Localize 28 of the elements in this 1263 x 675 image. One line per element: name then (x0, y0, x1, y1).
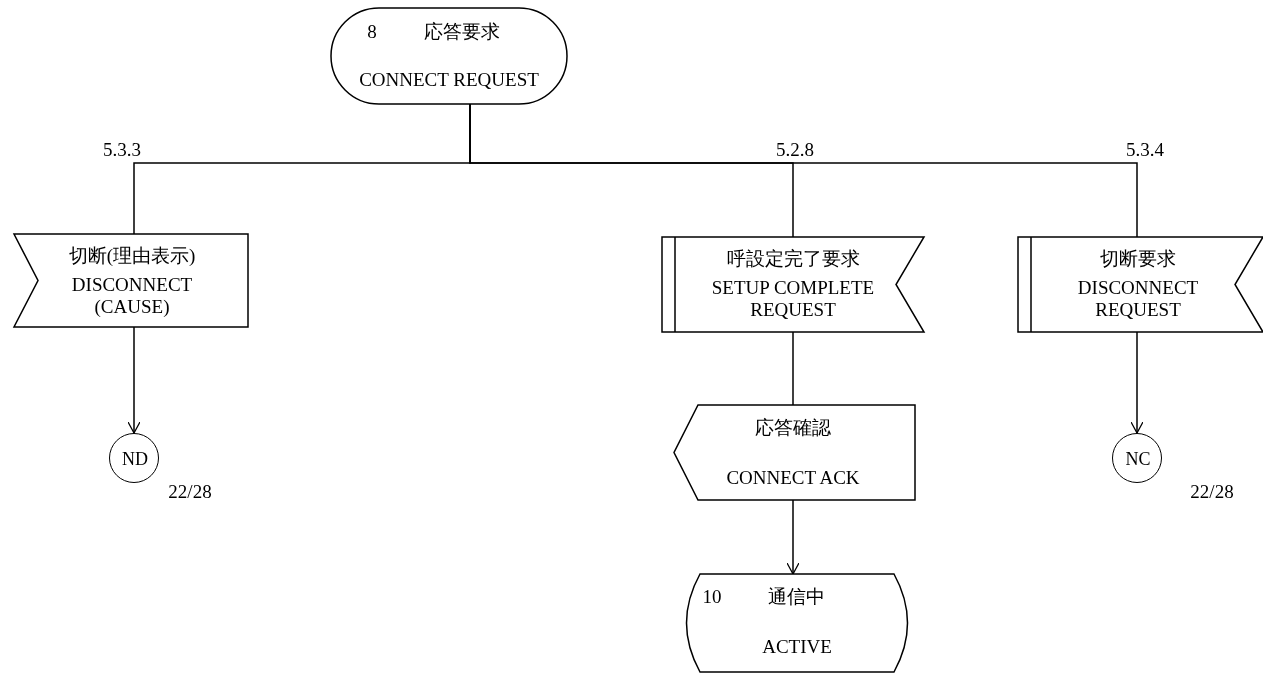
signal-name: SETUP COMPLETE REQUEST (710, 277, 876, 321)
arrow (127, 326, 141, 434)
input-symbol (14, 234, 248, 327)
internal-input-symbol (1018, 237, 1263, 332)
signal-name: 応答確認 (755, 417, 831, 439)
signal-name: DISCONNECT (CAUSE) (70, 274, 194, 318)
state-name: ACTIVE (762, 636, 832, 658)
connector-line (469, 103, 1138, 238)
signal-name: 切断(理由表示) (68, 245, 196, 267)
output-symbol (674, 405, 915, 500)
connector-label: ND (122, 448, 148, 470)
connector-line (792, 331, 794, 406)
arrow (786, 499, 800, 575)
connector-circle (109, 433, 159, 483)
connector-circle (1112, 433, 1162, 483)
signal-name: DISCONNECT REQUEST (1076, 277, 1200, 321)
state-symbol (331, 8, 567, 104)
signal-name: CONNECT ACK (726, 467, 860, 489)
state-number: 8 (367, 21, 377, 43)
signal-name: 切断要求 (1100, 248, 1176, 270)
signal-name: 呼設定完了要求 (726, 248, 860, 270)
state-name: CONNECT REQUEST (359, 69, 539, 91)
internal-input-symbol (662, 237, 924, 332)
state-name: 通信中 (767, 586, 825, 608)
connector-label: NC (1125, 448, 1151, 470)
state-name: 応答要求 (424, 21, 500, 43)
arrow (1130, 331, 1144, 434)
state-number: 10 (702, 586, 722, 608)
